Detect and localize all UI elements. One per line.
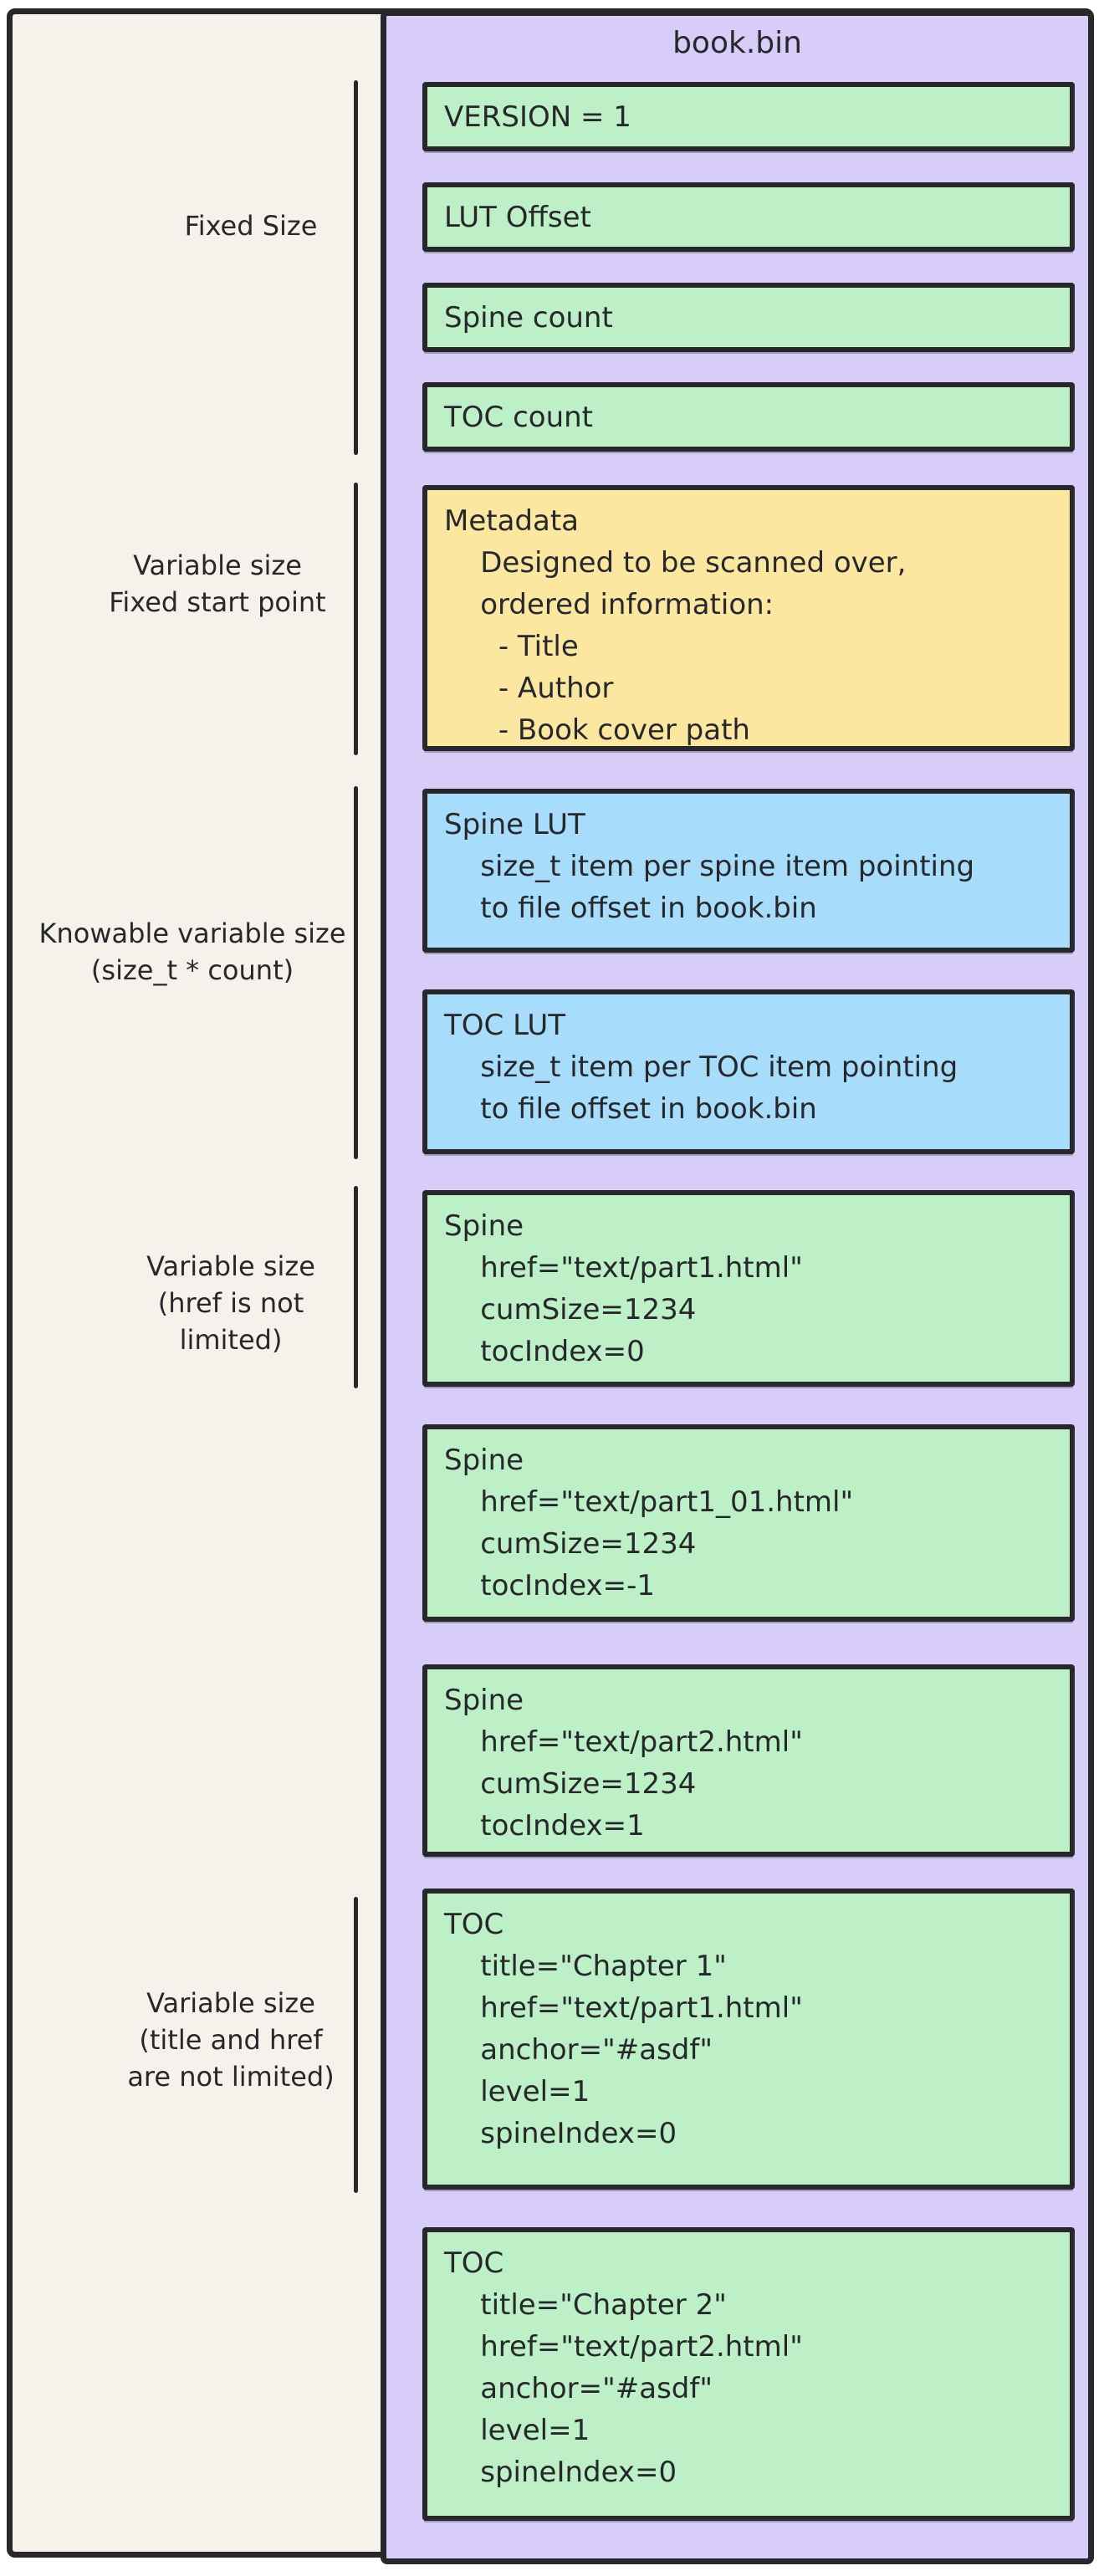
box-toc-1: TOC title="Chapter 1" href="text/part1.h…	[422, 1889, 1075, 2190]
box-metadata: Metadata Designed to be scanned over, or…	[422, 485, 1075, 751]
box-toc-lut: TOC LUT size_t item per TOC item pointin…	[422, 989, 1075, 1154]
box-version: VERSION = 1	[422, 82, 1075, 151]
bracket-variable-href	[354, 1186, 358, 1388]
box-spine-count: Spine count	[422, 283, 1075, 352]
box-toc-count: TOC count	[422, 382, 1075, 452]
box-lut-offset: LUT Offset	[422, 182, 1075, 252]
bracket-variable-title-href	[354, 1897, 358, 2193]
bracket-fixed-size	[354, 80, 358, 455]
bracket-knowable-variable-size	[354, 786, 358, 1159]
label-knowable-variable-size: Knowable variable size (size_t * count)	[38, 917, 346, 986]
box-spine-lut: Spine LUT size_t item per spine item poi…	[422, 789, 1075, 953]
box-spine-2: Spine href="text/part1_01.html" cumSize=…	[422, 1424, 1075, 1622]
label-variable-title-href: Variable size (title and href are not li…	[127, 1987, 335, 2093]
panel-title: book.bin	[672, 26, 802, 60]
label-variable-fixed-start: Variable size Fixed start point	[109, 549, 326, 618]
bracket-variable-fixed-start	[354, 483, 358, 755]
label-variable-href: Variable size (href is not limited)	[146, 1250, 315, 1356]
label-fixed-size: Fixed Size	[184, 210, 318, 242]
box-spine-1: Spine href="text/part1.html" cumSize=123…	[422, 1190, 1075, 1387]
box-toc-2: TOC title="Chapter 2" href="text/part2.h…	[422, 2227, 1075, 2521]
box-spine-3: Spine href="text/part2.html" cumSize=123…	[422, 1664, 1075, 1857]
